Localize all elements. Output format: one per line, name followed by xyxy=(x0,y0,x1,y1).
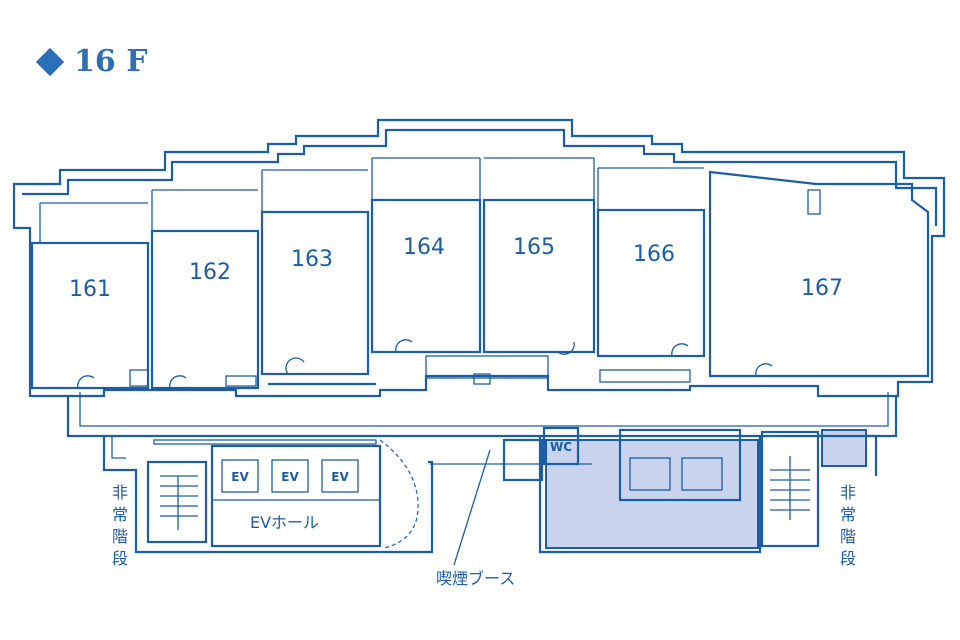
room-164-box xyxy=(370,198,482,354)
elevator-3: EV xyxy=(331,470,349,484)
inner-outline xyxy=(22,128,938,226)
room-166-box xyxy=(596,208,706,358)
room-162: 162 xyxy=(189,260,231,285)
room-163-box xyxy=(260,210,370,376)
room-163: 163 xyxy=(291,247,333,272)
building-outline xyxy=(12,118,946,398)
emergency-stairs-left-2: 常 xyxy=(112,505,128,524)
ev-hall xyxy=(210,444,382,548)
room-167-box xyxy=(708,170,930,378)
corridor xyxy=(66,396,898,438)
left-stairs xyxy=(146,460,208,544)
room-164: 164 xyxy=(403,235,445,260)
wc-label: WC xyxy=(550,440,572,454)
elevator-2: EV xyxy=(281,470,299,484)
room-166: 166 xyxy=(633,242,675,267)
room-161: 161 xyxy=(69,277,111,302)
room-165-box xyxy=(482,198,596,354)
room-167: 167 xyxy=(801,276,843,301)
room-165: 165 xyxy=(513,235,555,260)
smoking-booth-label: 喫煙ブース xyxy=(436,569,515,588)
emergency-stairs-right-2: 常 xyxy=(840,505,856,524)
right-stairs xyxy=(760,430,820,548)
room-162-box xyxy=(150,229,260,390)
emergency-stairs-left-3: 階 xyxy=(112,527,128,546)
elevator-1: EV xyxy=(231,470,249,484)
ev-hall-block xyxy=(102,436,434,554)
emergency-stairs-left-4: 段 xyxy=(112,549,128,568)
floor-title: 16 F xyxy=(34,44,148,79)
emergency-stairs-right-3: 階 xyxy=(840,527,856,546)
room-161-box xyxy=(30,241,150,390)
floor-label: 16 F xyxy=(74,44,148,79)
emergency-stairs-left-1: 非 xyxy=(112,483,128,502)
ev-hall-label: EVホール xyxy=(250,513,319,532)
emergency-stairs-right-4: 段 xyxy=(840,549,856,568)
emergency-stairs-right-1: 非 xyxy=(840,483,856,502)
